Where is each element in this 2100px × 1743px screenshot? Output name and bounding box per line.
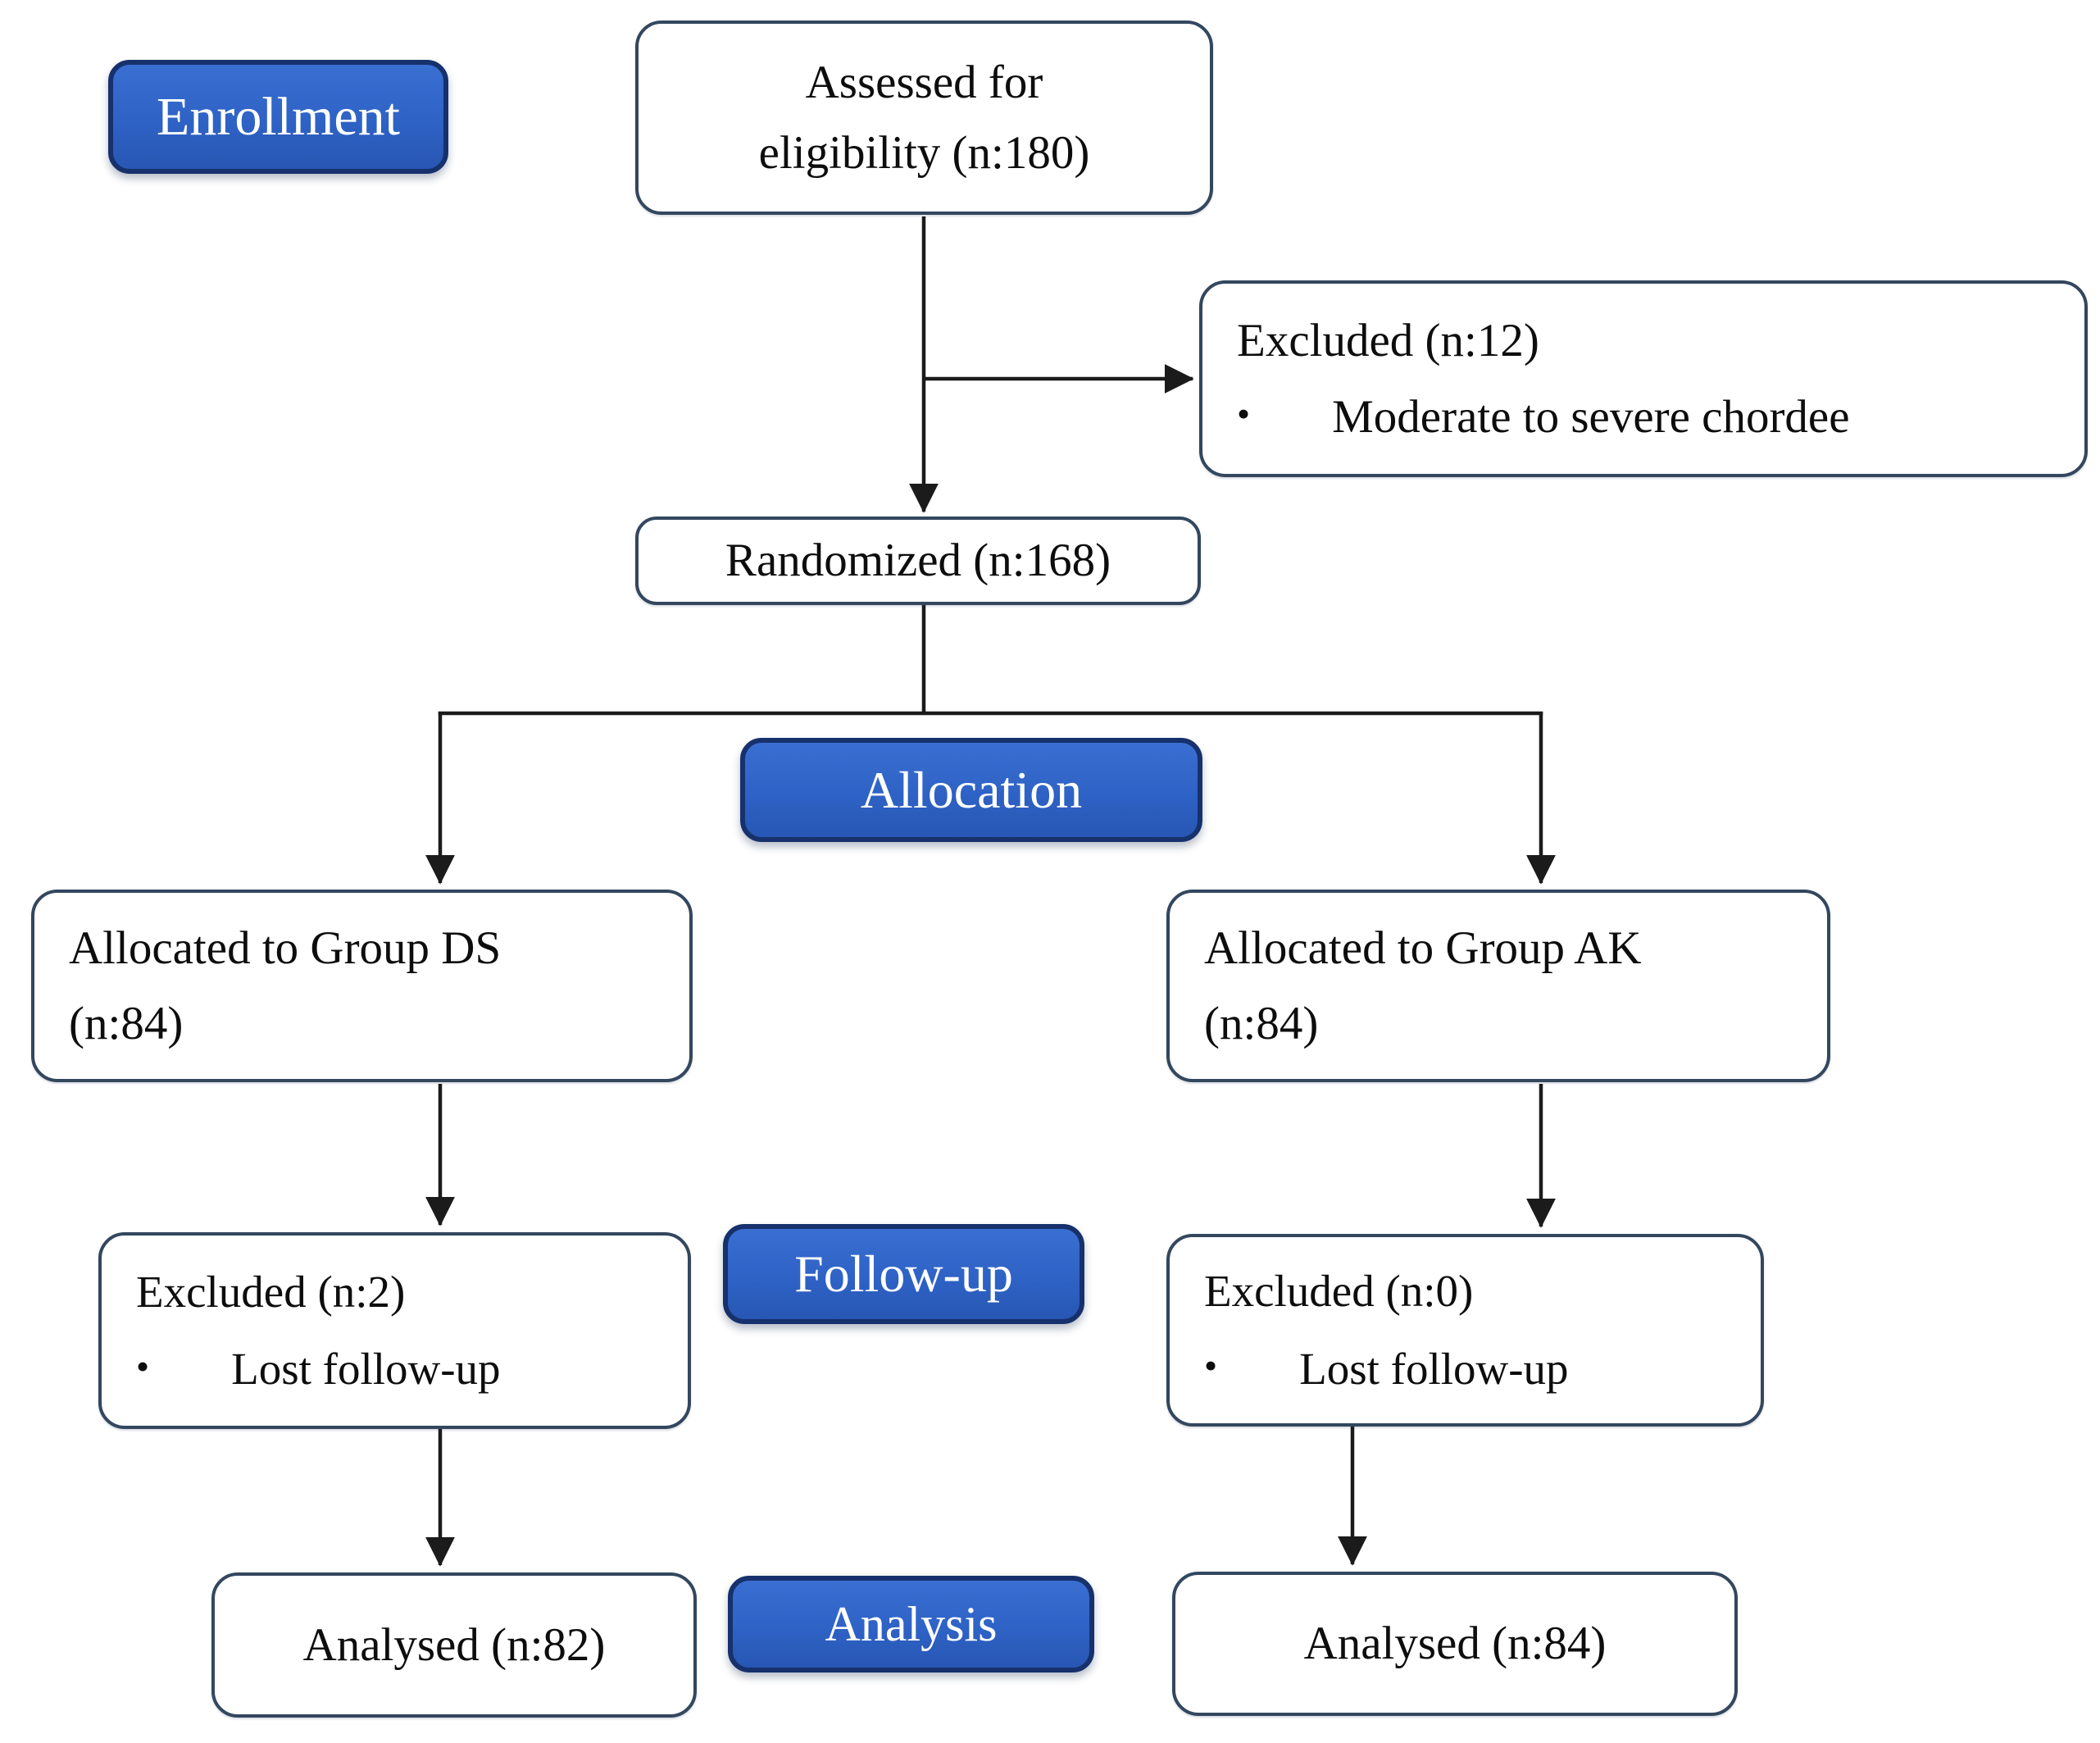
excluded-enrollment-bullet-row: • Moderate to severe chordee: [1237, 382, 1850, 453]
excluded-enrollment-title: Excluded (n:12): [1237, 314, 1539, 366]
stage-label-followup-text: Follow-up: [794, 1245, 1013, 1303]
bullet-icon: •: [136, 1345, 150, 1387]
excluded-ak-reason: Lost follow-up: [1299, 1343, 1569, 1394]
stage-label-allocation: Allocation: [740, 738, 1202, 842]
allocated-ak-line1: Allocated to Group AK: [1204, 922, 1642, 975]
stage-label-followup: Follow-up: [723, 1224, 1084, 1324]
box-randomized: Randomized (n:168): [635, 517, 1201, 605]
box-excluded-ak: Excluded (n:0) • Lost follow-up: [1166, 1234, 1764, 1427]
box-analysed-ds: Analysed (n:82): [211, 1572, 697, 1718]
stage-label-analysis: Analysis: [728, 1576, 1094, 1672]
allocated-ds-line2: (n:84): [69, 997, 184, 1049]
assessed-line2: eligibility (n:180): [758, 126, 1090, 179]
allocated-ak-line2: (n:84): [1204, 997, 1319, 1049]
excluded-ak-title: Excluded (n:0): [1204, 1266, 1474, 1316]
randomized-text: Randomized (n:168): [725, 535, 1111, 587]
stage-label-enrollment: Enrollment: [108, 60, 448, 174]
bullet-icon: •: [1237, 393, 1251, 435]
analysed-ds-text: Analysed (n:82): [302, 1618, 606, 1671]
stage-label-enrollment-text: Enrollment: [157, 86, 400, 147]
excluded-enrollment-reason: Moderate to severe chordee: [1332, 391, 1850, 443]
bullet-icon: •: [1204, 1345, 1218, 1387]
excluded-ak-bullet-row: • Lost follow-up: [1204, 1336, 1569, 1404]
box-assessed-for-eligibility: Assessed for eligibility (n:180): [635, 20, 1213, 215]
allocated-ds-line1: Allocated to Group DS: [69, 922, 502, 975]
box-analysed-ak: Analysed (n:84): [1172, 1572, 1738, 1716]
excluded-ds-reason: Lost follow-up: [231, 1344, 501, 1394]
stage-label-allocation-text: Allocation: [860, 760, 1083, 819]
box-allocated-group-ds: Allocated to Group DS (n:84): [31, 890, 693, 1082]
box-allocated-group-ak: Allocated to Group AK (n:84): [1166, 890, 1830, 1082]
assessed-line1: Assessed for: [805, 57, 1043, 108]
stage-label-analysis-text: Analysis: [825, 1596, 998, 1651]
excluded-ds-bullet-row: • Lost follow-up: [136, 1336, 501, 1404]
analysed-ak-text: Analysed (n:84): [1303, 1618, 1607, 1670]
excluded-ds-title: Excluded (n:2): [136, 1266, 406, 1317]
box-excluded-ds: Excluded (n:2) • Lost follow-up: [98, 1232, 691, 1429]
box-excluded-enrollment: Excluded (n:12) • Moderate to severe cho…: [1199, 280, 2088, 477]
